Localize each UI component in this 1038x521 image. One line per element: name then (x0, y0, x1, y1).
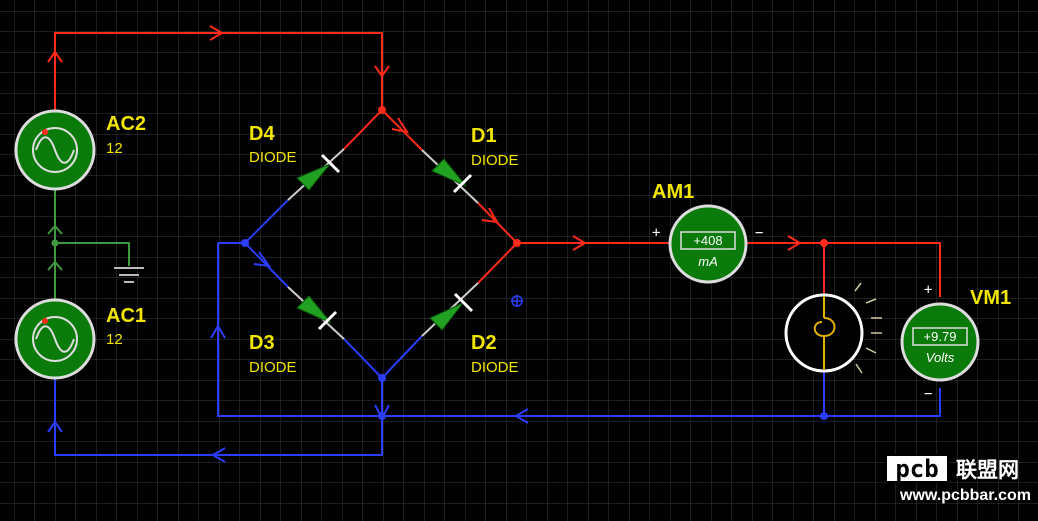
ac2-sine-wave (35, 136, 75, 164)
diode-d3[interactable]: D3 DIODE (249, 286, 345, 376)
ac2-source[interactable]: AC2 12 (14, 109, 146, 191)
ammeter-plus: + (652, 225, 660, 241)
voltmeter-reading: +9.79 (924, 329, 957, 344)
ac2-label: AC2 (106, 113, 146, 135)
lamp-icon (813, 296, 836, 370)
voltmeter-display (912, 327, 968, 346)
d1-type: DIODE (471, 152, 519, 169)
positive-nodes (378, 106, 828, 247)
wire-d2-out (477, 242, 518, 284)
ammeter-display (680, 231, 736, 250)
diode-d2-body (429, 302, 464, 331)
d2-label: D2 (471, 332, 497, 354)
wire-bridge-left-top (244, 199, 289, 244)
watermark-box-text: pcb (895, 455, 938, 483)
probe-marker (511, 295, 523, 307)
diode-d4-body (296, 163, 331, 191)
ac1-value: 12 (106, 331, 123, 348)
ac1-label: AC1 (106, 305, 146, 327)
diode-d2[interactable]: D2 DIODE (421, 282, 519, 376)
voltmeter-label: VM1 (970, 287, 1011, 309)
lamp-rays (854, 282, 882, 374)
d4-label: D4 (249, 123, 275, 145)
ac1-sine-wave (35, 325, 75, 353)
d4-type: DIODE (249, 149, 297, 166)
ground-symbol (114, 267, 144, 283)
voltmeter-unit: Volts (926, 350, 955, 365)
voltmeter-vm1[interactable]: +9.79 Volts + − VM1 (900, 282, 1011, 402)
diode-d3-body (296, 295, 332, 324)
wire-bridge-d4-top (343, 109, 383, 150)
wire-d2-bottom (381, 335, 423, 379)
d1-label: D1 (471, 125, 497, 147)
ground-node (51, 239, 59, 247)
d3-label: D3 (249, 332, 275, 354)
d2-type: DIODE (471, 359, 519, 376)
diode-d4[interactable]: D4 DIODE (249, 123, 345, 201)
voltmeter-minus: − (924, 386, 932, 402)
ammeter-am1[interactable]: +408 mA + − AM1 (652, 181, 763, 284)
watermark-box (885, 454, 949, 483)
watermark-url: www.pcbbar.com (899, 487, 1031, 504)
wire-ac2-top (54, 32, 383, 110)
lamp[interactable] (784, 282, 882, 374)
positive-arrows (47, 25, 802, 251)
ac1-sine-icon (32, 316, 78, 362)
ammeter-reading: +408 (693, 233, 722, 248)
voltmeter-plus: + (924, 282, 932, 298)
diode-d1-body (431, 158, 467, 187)
ac2-sine-icon (32, 127, 78, 173)
ammeter-unit: mA (698, 254, 718, 269)
ammeter-minus: − (755, 225, 763, 241)
negative-nodes (241, 239, 828, 420)
ac2-value: 12 (106, 140, 123, 157)
watermark-cn: 联盟网 (956, 458, 1019, 482)
d3-type: DIODE (249, 359, 297, 376)
ac1-source[interactable]: AC1 12 (14, 298, 146, 380)
wire-return (217, 243, 941, 417)
wire-d3-bottom (343, 338, 383, 379)
negative-wires (54, 199, 941, 456)
ammeter-label: AM1 (652, 181, 694, 203)
diode-d1[interactable]: D1 DIODE (421, 125, 519, 204)
wire-am1-out (747, 242, 941, 297)
watermark: pcb 联盟网 www.pcbbar.com (885, 454, 1031, 504)
